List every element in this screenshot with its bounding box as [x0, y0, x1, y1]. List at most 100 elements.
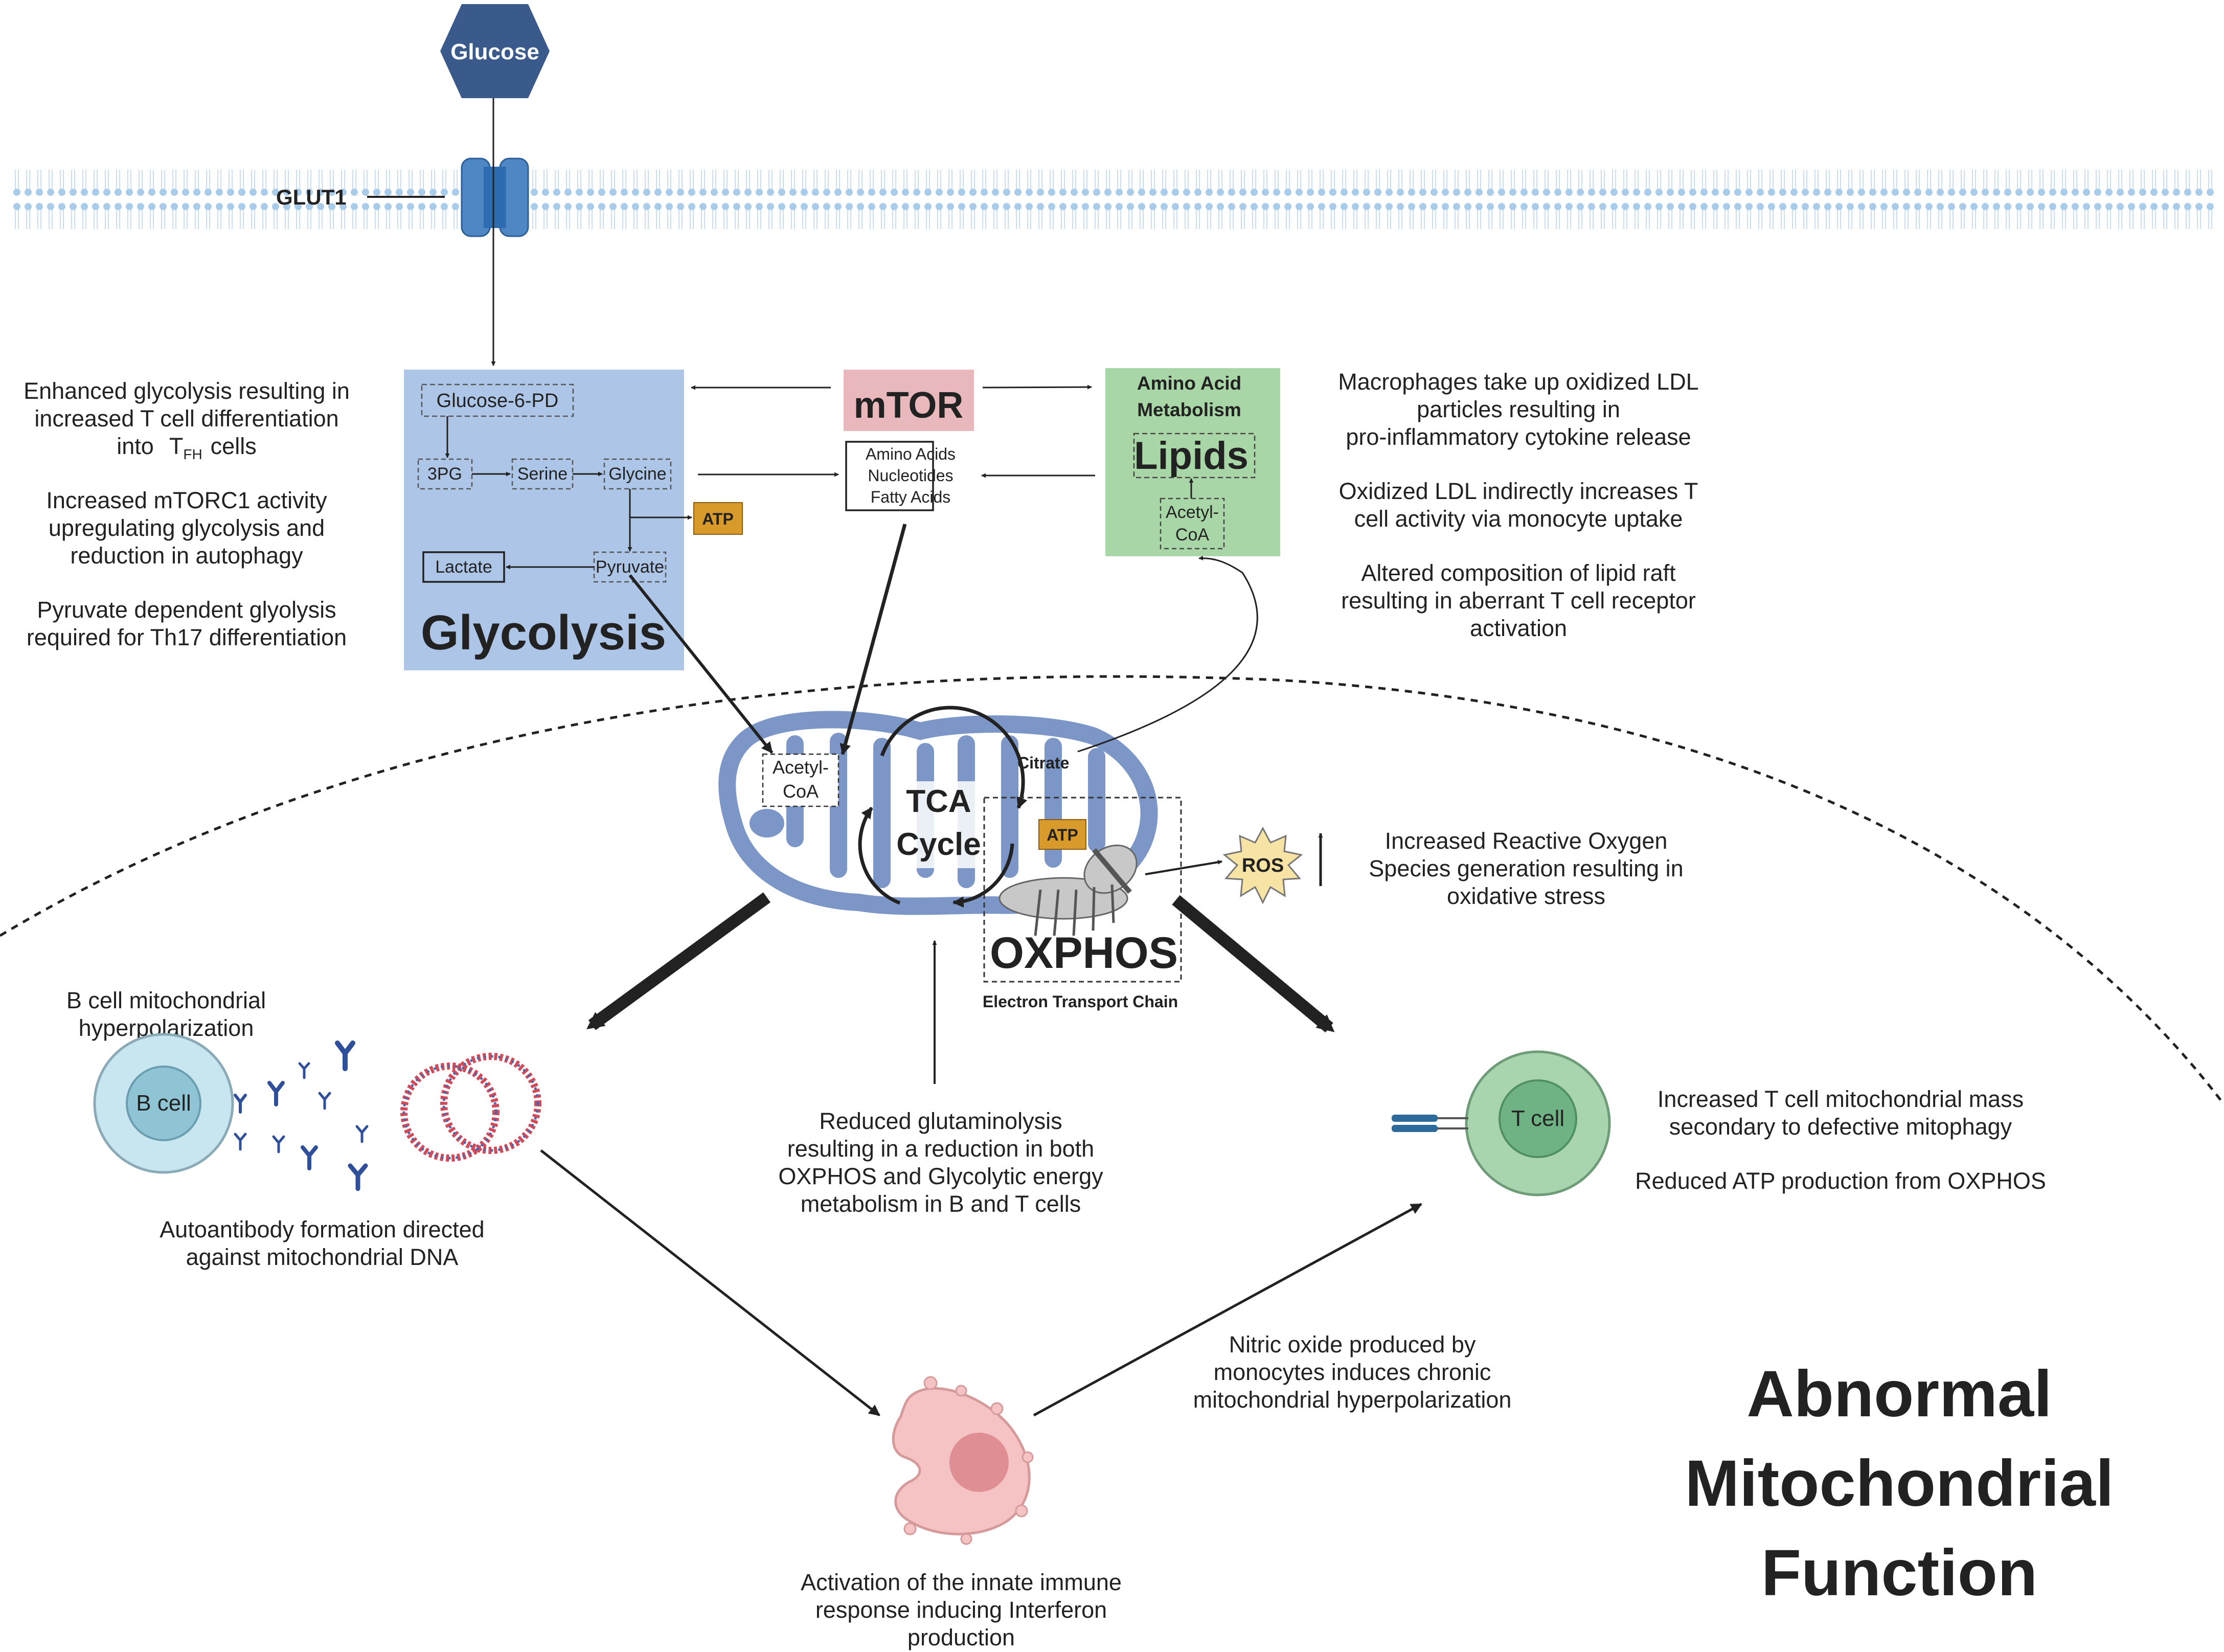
svg-text:particles resulting in: particles resulting in	[1417, 396, 1620, 422]
right-notes: Macrophages take up oxidized LDL particl…	[1338, 369, 1698, 641]
svg-text:Metabolism: Metabolism	[1137, 399, 1241, 420]
svg-text:OXPHOS and Glycolytic energy: OXPHOS and Glycolytic energy	[778, 1163, 1103, 1189]
svg-text:Pyruvate: Pyruvate	[596, 557, 664, 577]
svg-text:ATP: ATP	[702, 510, 734, 528]
svg-text:Autoantibody formation directe: Autoantibody formation directed	[160, 1216, 484, 1242]
glucose-label: Glucose	[450, 39, 539, 64]
citrate-to-lipids-arrow	[1077, 555, 1258, 753]
svg-text:activation: activation	[1470, 615, 1567, 641]
lipids-box: Amino Acid Metabolism Lipids Acetyl- CoA	[1105, 368, 1280, 556]
bcell-to-macrophage-arrow	[540, 1149, 880, 1416]
svg-text:response inducing Interferon: response inducing Interferon	[815, 1597, 1107, 1623]
glycine-node	[603, 458, 672, 490]
mito-to-tcell-big-arrow	[1172, 895, 1335, 1033]
svg-text:mTOR: mTOR	[854, 385, 964, 426]
svg-text:Serine: Serine	[517, 464, 568, 484]
svg-text:Lipids: Lipids	[1134, 434, 1249, 478]
svg-text:Enhanced glycolysis resulting: Enhanced glycolysis resulting in	[24, 378, 350, 404]
macrophage-icon	[892, 1376, 1034, 1545]
ros-burst: ROS	[1222, 826, 1303, 904]
svg-text:Cycle: Cycle	[896, 827, 981, 862]
macrophage-to-tcell-arrow	[1033, 1203, 1422, 1417]
svg-text:Acetyl-: Acetyl-	[773, 757, 829, 778]
svg-text:B cell mitochondrial: B cell mitochondrial	[66, 987, 266, 1013]
pyruvate-to-acetyl-arrow	[628, 574, 774, 754]
nitric-note: Nitric oxide produced by monocytes induc…	[1193, 1331, 1512, 1413]
svg-text:mitochondrial hyperpolarizatio: mitochondrial hyperpolarization	[1193, 1387, 1512, 1413]
glycolysis-box: Glucose-6-PD 3PG Serine Glycine Pyruvate…	[404, 370, 692, 670]
svg-text:Nitric oxide produced by: Nitric oxide produced by	[1229, 1331, 1476, 1357]
svg-text:T cell: T cell	[1511, 1106, 1564, 1131]
svg-text:Increased mTORC1 activity: Increased mTORC1 activity	[46, 487, 327, 513]
mtor-to-lipids-arrow	[982, 384, 1092, 390]
svg-text:cell activity via monocyte upt: cell activity via monocyte uptake	[1354, 506, 1683, 532]
svg-text:Acetyl-: Acetyl-	[1166, 503, 1219, 522]
svg-text:oxidative stress: oxidative stress	[1447, 883, 1605, 909]
tca-cycle: TCA Cycle	[858, 706, 1028, 908]
glucose-6-pd-node	[421, 383, 574, 417]
mtor-node: mTOR Amino Acids Nucleotides Fatty Acids	[844, 370, 974, 511]
svg-text:Glucose-6-PD: Glucose-6-PD	[437, 390, 559, 412]
svg-text:Activation of the innate immun: Activation of the innate immune	[801, 1569, 1122, 1595]
svg-text:Mitochondrial: Mitochondrial	[1685, 1447, 2114, 1520]
bcell-hyper-note: B cell mitochondrial hyperpolarization	[66, 987, 266, 1041]
svg-text:metabolism in B and T cells: metabolism in B and T cells	[801, 1191, 1081, 1217]
mito-to-bcell-big-arrow	[586, 892, 771, 1030]
svg-text:resulting in aberrant T cell r: resulting in aberrant T cell receptor	[1341, 587, 1696, 614]
cell-boundary-curve	[0, 675, 2224, 1105]
glucose-node: Glucose	[440, 4, 550, 98]
svg-text:required for Th17 differentiat: required for Th17 differentiation	[27, 624, 347, 650]
innate-note: Activation of the innate immune response…	[801, 1569, 1122, 1650]
svg-text:TCA: TCA	[906, 784, 971, 819]
glut1-label: GLUT1	[276, 185, 347, 209]
svg-text:Amino Acids: Amino Acids	[866, 445, 956, 463]
svg-text:Species generation resulting i: Species generation resulting in	[1369, 855, 1683, 881]
svg-text:ATP: ATP	[1047, 826, 1078, 844]
svg-text:Oxidized LDL indirectly increa: Oxidized LDL indirectly increases T	[1339, 478, 1698, 504]
oxphos-box: ATP OXPHOS Electron Transport Chain	[983, 797, 1182, 1011]
mito-acetyl-coa: Acetyl- CoA	[762, 753, 839, 807]
left-notes: Enhanced glycolysis resulting in increas…	[24, 378, 350, 650]
serine-node	[511, 458, 574, 490]
glycolysis-atp-badge: ATP	[693, 502, 743, 535]
svg-text:Reduced ATP production from OX: Reduced ATP production from OXPHOS	[1635, 1168, 2046, 1194]
t-cell: T cell	[1465, 1050, 1611, 1196]
svg-text:upregulating glycolysis and: upregulating glycolysis and	[49, 515, 325, 541]
svg-text:Electron Transport Chain: Electron Transport Chain	[983, 992, 1178, 1011]
svg-text:OXPHOS: OXPHOS	[990, 929, 1178, 978]
svg-text:increased T cell differentiati: increased T cell differentiation	[34, 405, 338, 432]
svg-text:Abnormal: Abnormal	[1746, 1357, 2052, 1431]
svg-text:reduction in autophagy: reduction in autophagy	[70, 542, 303, 569]
lactate-node	[422, 551, 505, 583]
bcell-auto-note: Autoantibody formation directed against …	[160, 1216, 484, 1270]
svg-text:Amino Acid: Amino Acid	[1137, 373, 1241, 394]
glutamine-note: Reduced glutaminolysis resulting in a re…	[778, 1108, 1103, 1217]
citrate-label: Citrate	[1017, 754, 1069, 772]
antibodies	[234, 1040, 369, 1191]
svg-text:CoA: CoA	[783, 781, 819, 802]
svg-text:Fatty Acids: Fatty Acids	[871, 488, 951, 506]
oxphos-to-ros-arrow	[1145, 859, 1222, 875]
b-cell: B cell	[93, 1033, 234, 1174]
svg-text:Macrophages take up oxidized L: Macrophages take up oxidized LDL	[1338, 369, 1698, 395]
svg-text:Glycine: Glycine	[608, 464, 666, 484]
glycolysis-title: Glycolysis	[421, 605, 666, 660]
tcr-receptor-icon	[1392, 1115, 1468, 1132]
svg-text:Reduced glutaminolysis: Reduced glutaminolysis	[819, 1108, 1062, 1134]
svg-text:pro-inflammatory cytokine rele: pro-inflammatory cytokine release	[1346, 424, 1691, 450]
mtor-products	[845, 441, 934, 511]
mtor-to-acetyl-arrow	[839, 524, 907, 756]
svg-text:3PG: 3PG	[427, 464, 462, 484]
svg-text:ROS: ROS	[1242, 855, 1284, 876]
mito-atp-badge	[1038, 819, 1086, 850]
svg-text:resulting in a reduction in bo: resulting in a reduction in both	[787, 1136, 1094, 1162]
svg-text:Pyruvate dependent glyolysis: Pyruvate dependent glyolysis	[37, 597, 336, 623]
svg-text:Lactate: Lactate	[435, 557, 492, 577]
svg-text:Altered composition of lipid r: Altered composition of lipid raft	[1361, 560, 1676, 586]
tcell-note: Increased T cell mitochondrial mass seco…	[1635, 1086, 2046, 1194]
mitochondrial-dna-icon	[400, 1053, 541, 1162]
svg-text:Function: Function	[1761, 1536, 2037, 1610]
svg-text:B cell: B cell	[136, 1091, 191, 1116]
